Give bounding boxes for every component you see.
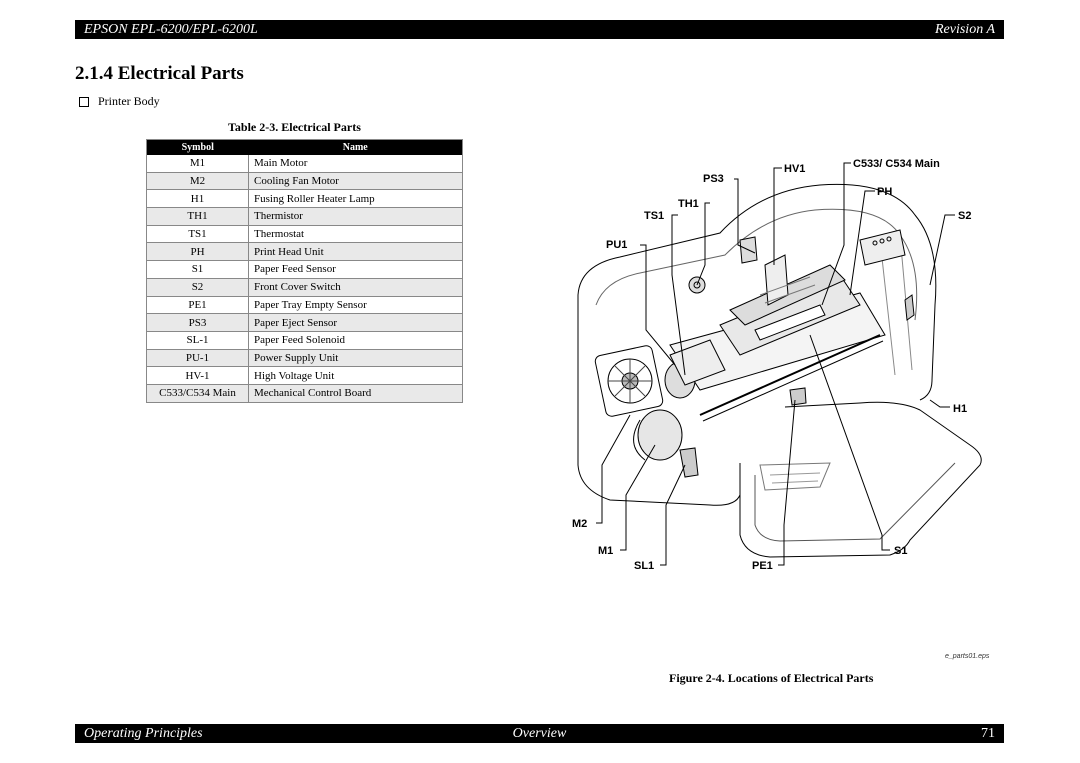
label-th1: TH1 xyxy=(678,198,699,210)
header-revision: Revision A xyxy=(934,21,995,37)
leader-lines xyxy=(596,162,955,566)
name-cell: Paper Tray Empty Sensor xyxy=(248,296,463,315)
checkbox-bullet-icon xyxy=(79,96,89,107)
table-caption: Table 2-3. Electrical Parts xyxy=(228,120,361,134)
symbol-cell: SL-1 xyxy=(146,331,249,350)
footer-chapter: Operating Principles xyxy=(84,725,203,741)
symbol-cell: TS1 xyxy=(146,225,249,244)
symbol-cell: M2 xyxy=(146,172,249,191)
label-h1: H1 xyxy=(953,403,967,415)
printer-parts-figure: PS3 HV1 C533/ C534 Main TH1 PH TS1 S2 PU… xyxy=(572,158,982,572)
printer-body-drawing xyxy=(577,183,982,558)
header-bar: EPSON EPL-6200/EPL-6200L Revision A xyxy=(75,20,1004,39)
label-ph: PH xyxy=(877,186,892,198)
footer-section: Overview xyxy=(512,725,567,741)
section-title: 2.1.4 Electrical Parts xyxy=(75,63,244,84)
label-ps3: PS3 xyxy=(703,173,724,185)
symbol-cell: S2 xyxy=(146,278,249,297)
figure-caption: Figure 2-4. Locations of Electrical Part… xyxy=(669,671,874,685)
symbol-cell: PH xyxy=(146,242,249,262)
symbol-cell: S1 xyxy=(146,260,249,279)
label-s1: S1 xyxy=(894,545,907,557)
name-cell: Front Cover Switch xyxy=(248,278,463,297)
name-cell: Fusing Roller Heater Lamp xyxy=(248,189,463,209)
column-header-name: Name xyxy=(248,139,463,155)
footer-bar: Operating Principles Overview 71 xyxy=(75,724,1004,743)
bullet-text: Printer Body xyxy=(98,94,160,108)
label-sl1: SL1 xyxy=(634,560,654,572)
name-cell: Paper Eject Sensor xyxy=(248,313,463,332)
symbol-cell: PS3 xyxy=(146,313,249,332)
symbol-cell: C533/C534 Main xyxy=(146,384,249,403)
column-header-symbol: Symbol xyxy=(146,139,249,155)
symbol-cell: H1 xyxy=(146,189,249,209)
label-ts1: TS1 xyxy=(644,210,664,222)
symbol-cell: M1 xyxy=(146,155,249,173)
label-s2: S2 xyxy=(958,210,971,222)
symbol-cell: HV-1 xyxy=(146,366,249,385)
name-cell: Paper Feed Sensor xyxy=(248,260,463,279)
name-cell: Paper Feed Solenoid xyxy=(248,331,463,350)
name-cell: Power Supply Unit xyxy=(248,349,463,368)
name-cell: Mechanical Control Board xyxy=(248,384,463,403)
name-cell: Print Head Unit xyxy=(248,242,463,262)
symbol-cell: TH1 xyxy=(146,207,249,226)
label-hv1: HV1 xyxy=(784,163,805,175)
label-c533-main: C533/ C534 Main xyxy=(853,158,940,170)
label-m1: M1 xyxy=(598,545,613,557)
name-cell: Thermistor xyxy=(248,207,463,226)
bullet-item: Printer Body xyxy=(79,94,160,109)
symbol-cell: PU-1 xyxy=(146,349,249,368)
figure-file-name: e_parts01.eps xyxy=(945,653,990,660)
label-m2: M2 xyxy=(572,518,587,530)
table-header-row: Symbol Name xyxy=(146,139,463,155)
label-pu1: PU1 xyxy=(606,239,627,251)
header-title: EPSON EPL-6200/EPL-6200L xyxy=(84,21,258,37)
name-cell: Main Motor xyxy=(248,155,463,173)
label-pe1: PE1 xyxy=(752,560,773,572)
page-number: 71 xyxy=(981,725,995,741)
name-cell: Cooling Fan Motor xyxy=(248,172,463,191)
name-cell: Thermostat xyxy=(248,225,463,244)
name-cell: High Voltage Unit xyxy=(248,366,463,385)
symbol-cell: PE1 xyxy=(146,296,249,315)
